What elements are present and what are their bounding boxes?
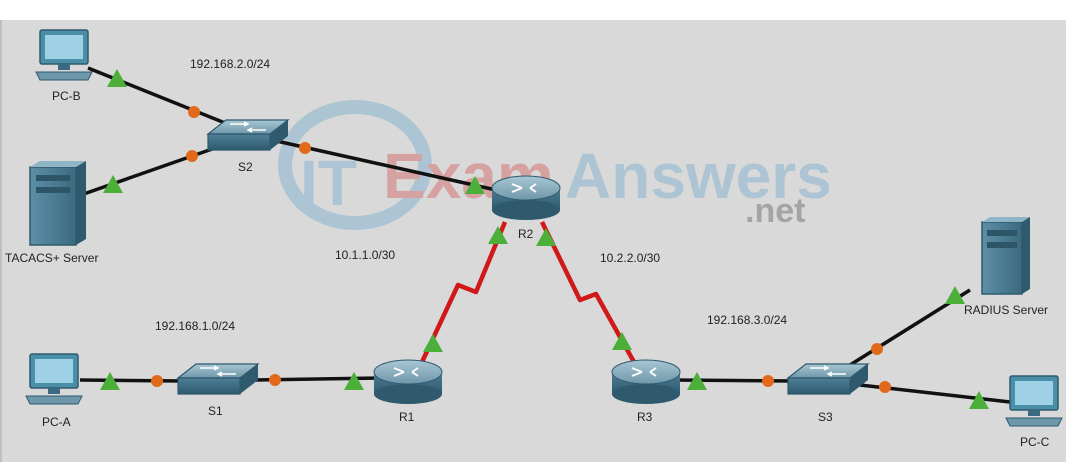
status-dot [762,375,774,387]
status-dot [871,343,883,355]
pc-icon [1005,375,1063,427]
link-r3-s3[interactable] [671,378,796,383]
s3-device[interactable] [786,363,870,395]
router-icon [491,175,561,220]
pc-a-device[interactable] [25,353,83,405]
switch-icon [176,363,260,395]
tacacs-server-label: TACACS+ Server [5,251,98,265]
watermark-logo-ring [278,100,432,230]
link-pca-s1[interactable] [79,378,186,383]
status-triangle [612,332,632,350]
serial-links [419,221,636,364]
s1-label: S1 [208,404,223,418]
status-triangle [969,391,989,409]
watermark-answers: Answers [565,140,832,212]
s3-label: S3 [818,410,833,424]
pc-a-label: PC-A [42,415,71,429]
link-pcb-s2[interactable] [87,66,236,129]
status-triangle [423,334,443,352]
link-r2-r3-serial[interactable] [539,221,636,364]
pc-c-label: PC-C [1020,435,1050,449]
status-dot [188,106,200,118]
pc-c-device[interactable] [1005,375,1063,427]
r3-device[interactable] [611,359,681,404]
watermark-logo: IT [300,147,357,219]
status-triangle [488,226,508,244]
link-status-orange [151,106,891,393]
network-label-wan-r1-r2: 10.1.1.0/30 [335,248,395,262]
link-status-green [100,69,989,409]
radius-server-label: RADIUS Server [964,303,1048,317]
status-triangle [344,372,364,390]
status-dot [151,375,163,387]
switch-icon [786,363,870,395]
s2-label: S2 [238,160,253,174]
r2-label: R2 [518,227,534,241]
r1-device[interactable] [373,359,443,404]
router-icon [373,359,443,404]
right-edge [1066,0,1080,462]
status-triangle [103,175,123,193]
switch-icon [206,119,290,151]
pc-b-device[interactable] [35,29,93,81]
network-label-lan-a: 192.168.1.0/24 [155,319,235,333]
server-icon [981,217,1030,295]
status-dot [186,150,198,162]
router-icon [611,359,681,404]
status-triangle [100,372,120,390]
network-label-lan-c: 192.168.3.0/24 [707,313,787,327]
status-triangle [945,286,965,304]
status-triangle [107,69,127,87]
s2-device[interactable] [206,119,290,151]
top-bar [0,0,1080,20]
r2-device[interactable] [491,175,561,220]
status-triangle [536,228,556,246]
pc-b-label: PC-B [52,89,81,103]
pc-icon [25,353,83,405]
status-triangle [465,176,485,194]
status-dot [879,381,891,393]
s1-device[interactable] [176,363,260,395]
server-icon [29,161,86,246]
status-triangle [687,372,707,390]
watermark-net: .net [745,192,805,230]
r3-label: R3 [637,410,653,424]
pc-icon [35,29,93,81]
status-dot [299,142,311,154]
radius-server-device[interactable] [981,217,1030,295]
network-label-wan-r2-r3: 10.2.2.0/30 [600,251,660,265]
status-dot [269,374,281,386]
r1-label: R1 [399,410,415,424]
tacacs-server-device[interactable] [29,161,86,246]
network-label-lan-b: 192.168.2.0/24 [190,57,270,71]
link-r1-r2-serial[interactable] [419,221,508,363]
